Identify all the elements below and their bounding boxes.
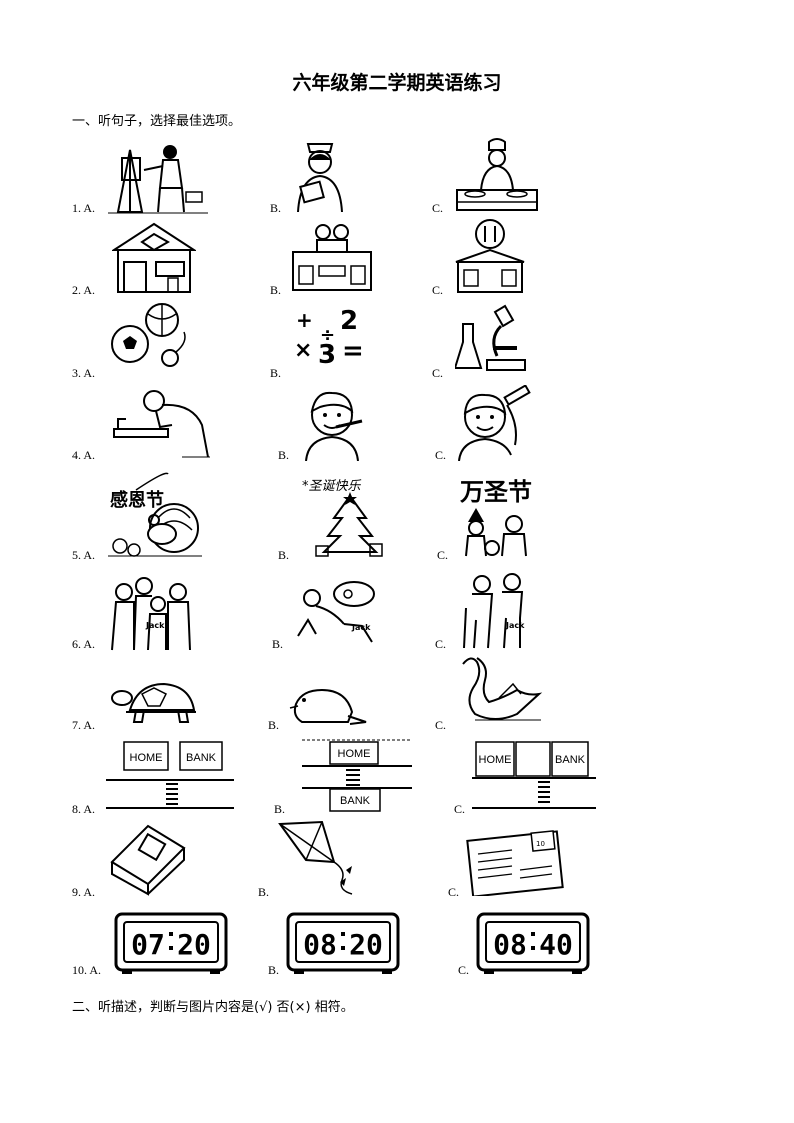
plus-sign: + <box>296 308 313 332</box>
q6-c-label: C. <box>435 637 447 651</box>
thanksgiving-picture[interactable]: 感恩节 <box>106 470 204 558</box>
clock-hours: 08 <box>303 928 337 961</box>
swan-picture[interactable] <box>455 654 543 726</box>
home-label-b: HOME <box>338 748 371 760</box>
q1-b-label: B. <box>270 201 282 215</box>
q4-c-label: C. <box>435 448 447 462</box>
jack-tag-b: Jack <box>351 623 371 632</box>
q6-b-label: B. <box>272 637 284 651</box>
q3-label: 3. A. <box>72 366 96 380</box>
q7-label: 7. A. <box>72 718 96 732</box>
maths-picture[interactable]: + 2 ÷ × 3 = <box>290 305 366 365</box>
q5-c-label: C. <box>437 548 449 562</box>
q8-c-label: C. <box>454 802 466 816</box>
clock-0820[interactable]: 08 20 <box>286 912 400 974</box>
bank-label-c: BANK <box>555 754 586 766</box>
q9-c-label: C. <box>448 885 460 899</box>
section-2-heading: 二、听描述，判断与图片内容是(√) 否(×) 相符。 <box>72 1000 354 1015</box>
q10-label: 10. A. <box>72 963 102 977</box>
home-bank-map-a[interactable]: HOME BANK <box>106 738 234 812</box>
digit-two: 2 <box>340 306 358 336</box>
q1-c-label: C. <box>432 201 444 215</box>
q2-c-label: C. <box>432 283 444 297</box>
q4-b-label: B. <box>278 448 290 462</box>
combing-hair-picture[interactable] <box>455 385 533 461</box>
digit-three: 3 <box>318 340 336 365</box>
clock-0720[interactable]: 07 20 <box>114 912 228 974</box>
stamp-value: 10 <box>536 840 545 848</box>
washing-face-picture[interactable] <box>112 385 210 459</box>
clock-hours: 08 <box>493 928 527 961</box>
clock-minutes: 20 <box>177 928 211 961</box>
halloween-picture[interactable]: 万圣节 <box>458 472 544 558</box>
section-1-heading: 一、听句子，选择最佳选项。 <box>72 114 242 129</box>
grandpa-jack-picture[interactable]: Jack <box>458 572 532 650</box>
science-picture[interactable] <box>455 302 529 376</box>
family-picture[interactable]: Jack <box>108 572 194 652</box>
q5-b-label: B. <box>278 548 290 562</box>
baby-jack-picture[interactable]: Jack <box>292 576 382 646</box>
cinema-picture[interactable] <box>291 222 373 292</box>
q1-label: 1. A. <box>72 201 96 215</box>
q2-label: 2. A. <box>72 283 96 297</box>
q8-b-label: B. <box>274 802 286 816</box>
christmas-text: *圣诞快乐 <box>302 479 362 494</box>
clock-hours: 07 <box>131 928 165 961</box>
clock-0840[interactable]: 08 40 <box>476 912 590 974</box>
q10-c-label: C. <box>458 963 470 977</box>
jack-tag: Jack <box>145 621 165 630</box>
q7-b-label: B. <box>268 718 280 732</box>
q5-label: 5. A. <box>72 548 96 562</box>
home-bank-map-c[interactable]: HOME BANK <box>472 740 596 812</box>
q8-label: 8. A. <box>72 802 96 816</box>
home-label: HOME <box>130 752 163 764</box>
restaurant-picture[interactable] <box>452 218 528 294</box>
brushing-teeth-picture[interactable] <box>300 385 370 461</box>
q3-b-label: B. <box>270 366 282 380</box>
equals-sign: = <box>342 336 364 365</box>
times-sign: × <box>294 338 312 363</box>
q9-label: 9. A. <box>72 885 96 899</box>
page-title: 六年级第二学期英语练习 <box>292 72 502 94</box>
home-bank-map-b[interactable]: HOME BANK <box>302 736 412 816</box>
bookshop-picture[interactable] <box>112 220 196 294</box>
divide-sign: ÷ <box>320 325 335 346</box>
kite-picture[interactable] <box>276 820 372 900</box>
q3-c-label: C. <box>432 366 444 380</box>
q4-label: 4. A. <box>72 448 96 462</box>
tortoise-picture[interactable] <box>108 680 200 726</box>
clock-minutes: 40 <box>539 928 573 961</box>
cook-picture[interactable] <box>455 136 539 214</box>
bank-label: BANK <box>186 752 217 764</box>
q9-b-label: B. <box>258 885 270 899</box>
dictionary-picture[interactable] <box>108 822 188 896</box>
q10-b-label: B. <box>268 963 280 977</box>
postcard-picture[interactable]: 10 <box>466 826 564 896</box>
q7-c-label: C. <box>435 718 447 732</box>
sports-picture[interactable] <box>108 302 194 376</box>
beaver-picture[interactable] <box>288 682 368 726</box>
painter-picture[interactable] <box>108 140 208 214</box>
jack-tag-c: Jack <box>505 621 525 630</box>
bank-label-b: BANK <box>340 795 371 807</box>
q6-label: 6. A. <box>72 637 96 651</box>
clock-minutes: 20 <box>349 928 383 961</box>
christmas-picture[interactable]: *圣诞快乐 <box>300 470 392 558</box>
home-label-c: HOME <box>479 754 512 766</box>
halloween-text: 万圣节 <box>460 478 532 506</box>
thanksgiving-text: 感恩节 <box>110 489 164 511</box>
q2-b-label: B. <box>270 283 282 297</box>
nurse-picture[interactable] <box>290 138 350 214</box>
